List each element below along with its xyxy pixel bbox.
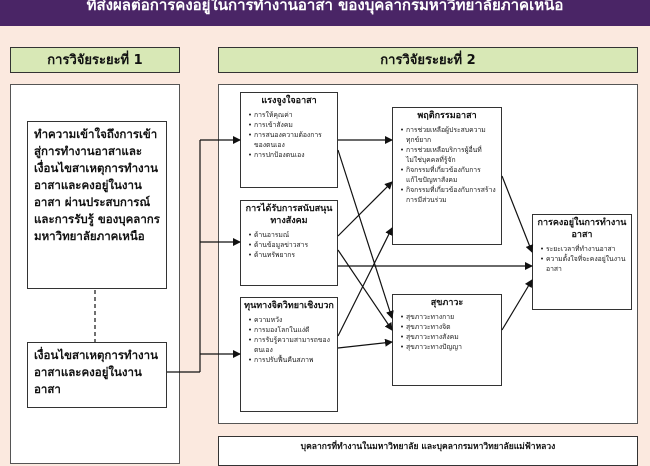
conditions-box: เงื่อนไขสาเหตุการทำงานอาสาและคงอยู่ในงาน… bbox=[27, 342, 167, 408]
well-being-title: สุขภาวะ bbox=[430, 298, 464, 308]
volunteer-behavior-list: การช่วยเหลือผู้ประสบความทุกข์ยาก การช่วย… bbox=[393, 125, 501, 207]
list-item: การให้คุณค่า bbox=[248, 110, 333, 120]
social-support-list: ด้านอารมณ์ ด้านข้อมูลข่าวสาร ด้านทรัพยาก… bbox=[241, 230, 337, 262]
list-item: การรับรู้ความสามารถของตนเอง bbox=[248, 335, 333, 355]
volunteer-behavior-title: พฤติกรรมอาสา bbox=[417, 111, 477, 121]
list-item: การช่วยเหลือบริการผู้อื่นที่ไม่ใช่บุคคลท… bbox=[400, 145, 497, 165]
volunteer-behavior-box: พฤติกรรมอาสา การช่วยเหลือผู้ประสบความทุก… bbox=[392, 107, 502, 245]
list-item: สุขภาวะทางปัญญา bbox=[400, 342, 497, 352]
list-item: กิจกรรมที่เกี่ยวข้องกับการแก้ไขปัญหาสังค… bbox=[400, 165, 497, 185]
phase-1-header: การวิจัยระยะที่ 1 bbox=[10, 47, 180, 73]
psycap-list: ความหวัง การมองโลกในแง่ดี การรับรู้ความส… bbox=[241, 315, 337, 367]
retention-box: การคงอยู่ในการทำงานอาสา ระยะเวลาที่ทำงาน… bbox=[532, 214, 632, 310]
list-item: การปรับฟื้นคืนสภาพ bbox=[248, 355, 333, 365]
understanding-box: ทำความเข้าใจถึงการเข้าสู่การทำงานอาสาและ… bbox=[27, 121, 167, 289]
psycap-title: ทุนทางจิตวิทยาเชิงบวก bbox=[244, 301, 334, 311]
list-item: ด้านอารมณ์ bbox=[248, 230, 333, 240]
social-support-title: การได้รับการสนับสนุนทางสังคม bbox=[245, 204, 333, 226]
list-item: การช่วยเหลือผู้ประสบความทุกข์ยาก bbox=[400, 125, 497, 145]
diagram-title: ที่ส่งผลต่อการคงอยู่ในการทำงานอาสา ของบุ… bbox=[0, 0, 650, 26]
list-item: ด้านข้อมูลข่าวสาร bbox=[248, 240, 333, 250]
retention-title: การคงอยู่ในการทำงานอาสา bbox=[537, 218, 627, 240]
psycap-box: ทุนทางจิตวิทยาเชิงบวก ความหวัง การมองโลก… bbox=[240, 297, 338, 412]
list-item: กิจกรรมที่เกี่ยวข้องกับการสร้างการมีส่วน… bbox=[400, 185, 497, 205]
motivation-box: แรงจูงใจอาสา การให้คุณค่า การเข้าสังคม ก… bbox=[240, 92, 338, 188]
participants-box: บุคลากรที่ทำงานในมหาวิทยาลัย และบุคลากรม… bbox=[218, 436, 638, 466]
well-being-box: สุขภาวะ สุขภาวะทางกาย สุขภาวะทางจิต สุขภ… bbox=[392, 294, 502, 386]
list-item: สุขภาวะทางสังคม bbox=[400, 332, 497, 342]
retention-list: ระยะเวลาที่ทำงานอาสา ความตั้งใจที่จะคงอย… bbox=[533, 244, 631, 276]
list-item: การเข้าสังคม bbox=[248, 120, 333, 130]
list-item: สุขภาวะทางจิต bbox=[400, 322, 497, 332]
list-item: สุขภาวะทางกาย bbox=[400, 312, 497, 322]
list-item: ความหวัง bbox=[248, 315, 333, 325]
motivation-title: แรงจูงใจอาสา bbox=[261, 96, 317, 106]
list-item: ระยะเวลาที่ทำงานอาสา bbox=[540, 244, 627, 254]
list-item: การสนองความต้องการของตนเอง bbox=[248, 130, 333, 150]
list-item: ด้านทรัพยากร bbox=[248, 250, 333, 260]
phase-2-header: การวิจัยระยะที่ 2 bbox=[218, 47, 638, 73]
well-being-list: สุขภาวะทางกาย สุขภาวะทางจิต สุขภาวะทางสั… bbox=[393, 312, 501, 354]
motivation-list: การให้คุณค่า การเข้าสังคม การสนองความต้อ… bbox=[241, 110, 337, 162]
list-item: ความตั้งใจที่จะคงอยู่ในงานอาสา bbox=[540, 254, 627, 274]
social-support-box: การได้รับการสนับสนุนทางสังคม ด้านอารมณ์ … bbox=[240, 200, 338, 286]
list-item: การปกป้องตนเอง bbox=[248, 150, 333, 160]
list-item: การมองโลกในแง่ดี bbox=[248, 325, 333, 335]
